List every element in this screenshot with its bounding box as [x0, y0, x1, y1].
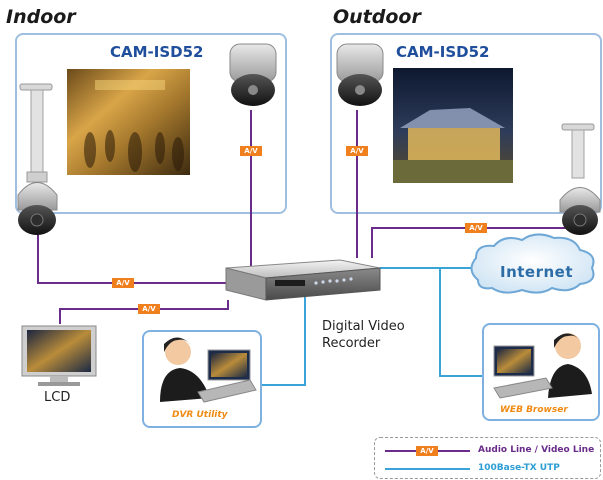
av-tag-outdoor-pendant: A/V — [465, 223, 487, 233]
internet-label: Internet — [500, 263, 574, 281]
legend-utp-label: 100Base-TX UTP — [478, 463, 560, 473]
av-tag-indoor-dome: A/V — [240, 146, 262, 156]
outdoor-dome-camera — [336, 43, 384, 106]
dvr-caption: Digital Video Recorder — [322, 318, 405, 352]
indoor-title: Indoor — [6, 6, 76, 28]
legend-box — [374, 437, 601, 479]
lcd-caption: LCD — [44, 390, 71, 405]
indoor-pendant-camera — [17, 83, 58, 235]
legend-av-tag: A/V — [416, 446, 438, 456]
dvr-caption-line-1: Digital Video — [322, 319, 405, 334]
lcd-monitor — [21, 325, 97, 386]
dvr-utility-caption: DVR Utility — [172, 410, 228, 420]
utp-line-dvr-utility — [262, 297, 306, 386]
av-line-indoor-right-cam — [232, 110, 252, 269]
outdoor-camera-label: CAM-ISD52 — [396, 43, 490, 61]
dvr-device — [225, 259, 381, 301]
utp-line-web-browser — [439, 268, 482, 377]
av-tag-lcd: A/V — [138, 304, 160, 314]
web-browser-caption: WEB Browser — [500, 405, 568, 415]
indoor-dome-camera — [229, 43, 277, 106]
av-tag-outdoor-dome: A/V — [346, 146, 368, 156]
outdoor-title: Outdoor — [333, 6, 421, 28]
av-line-indoor-left-cam — [37, 232, 226, 284]
legend-av-label: Audio Line / Video Line — [478, 445, 595, 455]
outdoor-pendant-camera — [559, 123, 601, 235]
internet-cloud — [470, 233, 595, 294]
indoor-camera-label: CAM-ISD52 — [110, 43, 204, 61]
av-tag-indoor-pendant: A/V — [112, 278, 134, 288]
dvr-caption-line-2: Recorder — [322, 336, 381, 351]
